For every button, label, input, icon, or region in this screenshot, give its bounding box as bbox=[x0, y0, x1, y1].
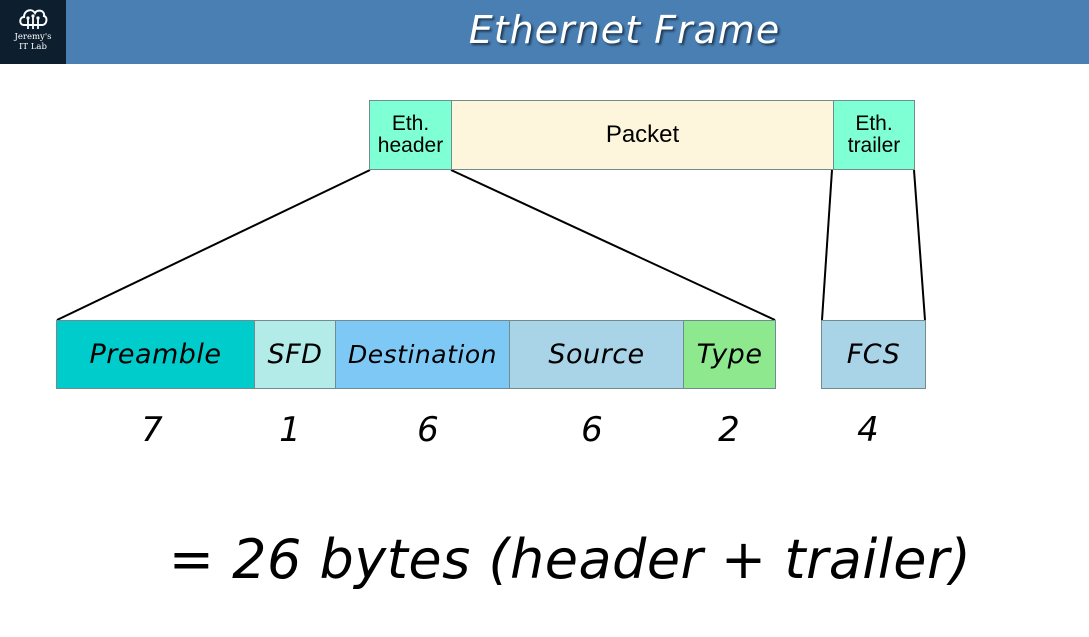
type-field: Type bbox=[683, 320, 776, 389]
byte-total-summary: = 26 bytes (header + trailer) bbox=[168, 528, 972, 591]
trailer-left-connector bbox=[821, 169, 833, 321]
eth-trailer-label: Eth. trailer bbox=[847, 112, 901, 157]
type-label: Type bbox=[696, 339, 763, 370]
eth-header-label: Eth. header bbox=[377, 112, 444, 157]
preamble-bytes: 7 bbox=[141, 410, 163, 450]
destination-label: Destination bbox=[348, 340, 497, 369]
fcs-field: FCS bbox=[821, 320, 926, 389]
logo-line-2: IT Lab bbox=[19, 42, 47, 52]
header-right-connector bbox=[450, 169, 776, 321]
source-bytes: 6 bbox=[581, 410, 603, 450]
eth-trailer-box: Eth. trailer bbox=[833, 100, 915, 170]
fcs-bytes: 4 bbox=[857, 410, 879, 450]
source-field: Source bbox=[509, 320, 684, 389]
packet-box: Packet bbox=[451, 100, 834, 170]
preamble-label: Preamble bbox=[89, 339, 222, 370]
fcs-label: FCS bbox=[846, 339, 901, 370]
sfd-bytes: 1 bbox=[279, 410, 301, 450]
header-left-connector bbox=[56, 169, 371, 321]
destination-field: Destination bbox=[335, 320, 510, 389]
sfd-field: SFD bbox=[254, 320, 336, 389]
eth-header-box: Eth. header bbox=[369, 100, 452, 170]
trailer-right-connector bbox=[913, 169, 926, 321]
packet-label: Packet bbox=[605, 121, 680, 148]
cloud-circuit-icon bbox=[19, 9, 48, 29]
destination-bytes: 6 bbox=[417, 410, 439, 450]
preamble-field: Preamble bbox=[56, 320, 255, 389]
sfd-label: SFD bbox=[267, 339, 323, 370]
logo-text: Jeremy's IT Lab bbox=[0, 32, 66, 52]
title-banner: Jeremy's IT Lab Ethernet Frame bbox=[0, 0, 1089, 64]
source-label: Source bbox=[548, 339, 645, 370]
logo: Jeremy's IT Lab bbox=[0, 0, 66, 64]
page-title: Ethernet Frame bbox=[468, 8, 781, 52]
type-bytes: 2 bbox=[718, 410, 740, 450]
logo-line-1: Jeremy's bbox=[14, 32, 52, 42]
